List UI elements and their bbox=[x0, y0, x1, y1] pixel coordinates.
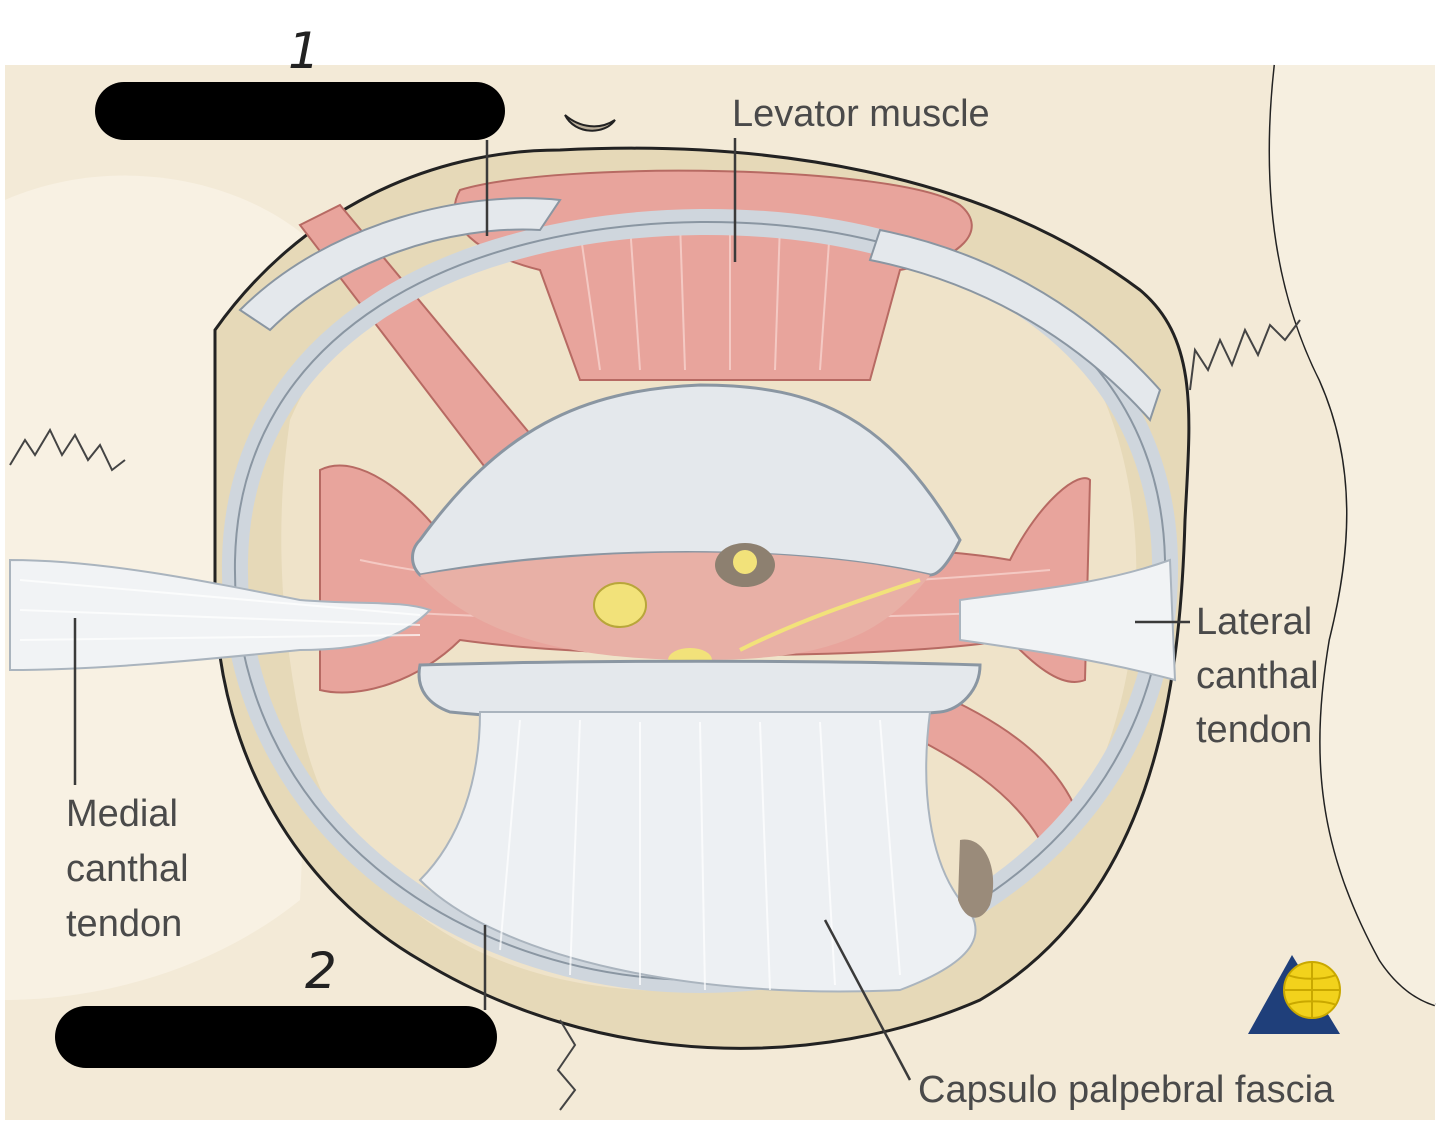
capsulopalpebral-fascia-sheet bbox=[418, 711, 977, 993]
label-medial-line-2: canthal bbox=[66, 848, 189, 890]
upper-fascial-slings bbox=[238, 197, 562, 332]
upper-right-fascial-sling bbox=[868, 228, 1162, 422]
upper-tarsal-plate bbox=[411, 383, 962, 577]
capsulopalpebral-fibers bbox=[499, 719, 901, 991]
lateral-canthal-tendon-shape bbox=[959, 558, 1177, 682]
medial-tendon-fibers bbox=[19, 579, 421, 641]
label-lateral-line-3: tendon bbox=[1196, 709, 1312, 751]
suture-line-left bbox=[9, 427, 126, 472]
label-levator-muscle: Levator muscle bbox=[732, 93, 990, 135]
suture-line-right bbox=[1189, 319, 1301, 391]
handwritten-number-2: 2 bbox=[305, 942, 337, 1000]
label-medial-line-3: tendon bbox=[66, 903, 182, 945]
label-lateral-line-1: Lateral bbox=[1196, 601, 1312, 643]
trochlea-notch bbox=[564, 114, 616, 132]
lacrimal-shadow bbox=[958, 839, 994, 918]
redaction-bar-1 bbox=[95, 82, 505, 140]
levator-fibers bbox=[579, 221, 831, 371]
label-capsulo-palpebral-fascia: Capsulo palpebral fascia bbox=[918, 1069, 1335, 1111]
redaction-bar-2 bbox=[55, 1006, 497, 1068]
palpebral-opening bbox=[420, 552, 930, 660]
label-lateral-line-2: canthal bbox=[1196, 655, 1319, 697]
leader-capsulo bbox=[823, 919, 912, 1081]
handwritten-number-1: 1 bbox=[288, 22, 320, 80]
suture-line-bottom bbox=[556, 1019, 577, 1111]
lower-tarsal-plate bbox=[417, 659, 982, 724]
globe-triangle-logo-icon bbox=[1248, 955, 1341, 1034]
label-medial-line-1: Medial bbox=[66, 793, 178, 835]
right-skin-fill bbox=[1270, 65, 1435, 1005]
